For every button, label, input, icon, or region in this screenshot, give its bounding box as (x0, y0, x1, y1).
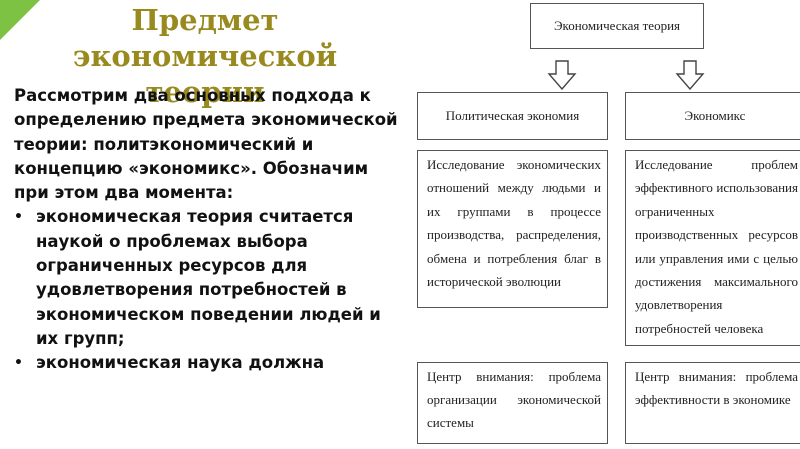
bullet-item-2: экономическая наука должна (14, 351, 406, 376)
political-economy-focus: Центр внимания: проблема организации эко… (417, 362, 608, 444)
title-line-2: экономической (72, 39, 338, 73)
political-economy-description: Исследование экономических отношений меж… (417, 150, 608, 308)
diagram-top-label: Экономическая теория (553, 18, 681, 33)
slide-title: Предмет экономической теории (0, 2, 410, 110)
economics-label: Экономикс (684, 108, 746, 123)
economics-focus: Центр внимания: проблема эффективности в… (625, 362, 800, 444)
diagram-top-box: Экономическая теория (530, 3, 704, 49)
political-economy-label: Политическая экономия (445, 108, 580, 123)
intro-paragraph: Рассмотрим два основных подхода к опреде… (14, 86, 398, 203)
economics-box: Экономикс (625, 92, 800, 140)
economics-description: Исследование проблем эффективного исполь… (625, 150, 800, 346)
political-economy-box: Политическая экономия (417, 92, 608, 140)
slide-corner-decoration (0, 0, 40, 40)
bullet-list: экономическая теория считается наукой о … (14, 205, 406, 375)
slide-body: Рассмотрим два основных подхода к опреде… (14, 84, 406, 376)
down-arrow-icon (675, 60, 705, 90)
title-line-3: теории (145, 75, 265, 109)
title-line-1: Предмет (131, 3, 279, 37)
diagram: Экономическая теория Политическая эконом… (406, 0, 800, 449)
down-arrow-icon (547, 60, 577, 90)
bullet-item-1: экономическая теория считается наукой о … (14, 205, 406, 351)
